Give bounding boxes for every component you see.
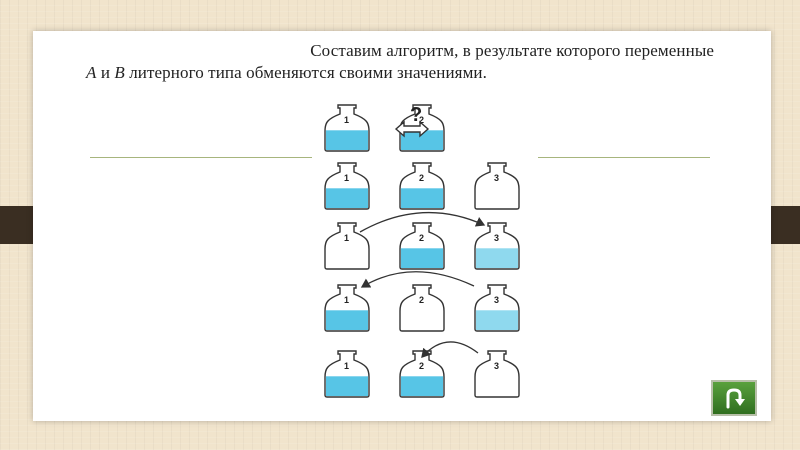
- jar-label: 1: [344, 361, 349, 371]
- jar-label: 3: [494, 295, 499, 305]
- jar-2: 2: [399, 350, 445, 398]
- jar-1: 1: [324, 104, 370, 152]
- jar-liquid: [476, 248, 518, 268]
- divider-left: [90, 157, 312, 158]
- jar-outline: [324, 222, 370, 270]
- jar-label: 1: [344, 233, 349, 243]
- jar-label: 2: [419, 295, 424, 305]
- jar-label: 1: [344, 173, 349, 183]
- jar-liquid: [326, 310, 368, 330]
- caption-line-1: Составим алгоритм, в результате которого…: [310, 41, 714, 60]
- jar-swap-diagram: 1 2 1 2 3 1 2 3 1 2 3 1 2 3 ?: [312, 97, 538, 409]
- jar-2: 2: [399, 222, 445, 270]
- jar-1: 1: [324, 162, 370, 210]
- jar-liquid: [476, 310, 518, 330]
- caption-line-2: A и B литерного типа обменяются своими з…: [84, 62, 714, 84]
- jar-liquid: [401, 248, 443, 268]
- jar-3: 3: [474, 284, 520, 332]
- jar-2: 2: [399, 284, 445, 332]
- jar-3: 3: [474, 350, 520, 398]
- slide-caption: Составим алгоритм, в результате которого…: [84, 40, 714, 84]
- jar-label: 3: [494, 233, 499, 243]
- jar-label: 1: [344, 115, 349, 125]
- jar-outline: [474, 350, 520, 398]
- arrow-jar3-to-jar2: [421, 341, 479, 358]
- variable-a: A: [86, 63, 97, 82]
- variable-b: B: [114, 63, 125, 82]
- jar-outline: [324, 284, 370, 332]
- jar-label: 2: [419, 233, 424, 243]
- jar-label: 2: [419, 173, 424, 183]
- jar-liquid: [401, 376, 443, 396]
- return-button[interactable]: [711, 380, 757, 416]
- jar-3: 3: [474, 222, 520, 270]
- jar-label: 2: [419, 361, 424, 371]
- jar-liquid: [401, 188, 443, 208]
- jar-outline: [324, 162, 370, 210]
- jar-label: 2: [419, 115, 424, 125]
- jar-outline: [474, 222, 520, 270]
- jar-1: 1: [324, 284, 370, 332]
- question-mark: ?: [410, 104, 422, 126]
- jar-outline: [399, 162, 445, 210]
- jar-outline: [399, 284, 445, 332]
- jar-outline: [474, 162, 520, 210]
- jar-1: 1: [324, 222, 370, 270]
- and-word: и: [96, 63, 115, 82]
- jar-outline: [399, 350, 445, 398]
- divider-right: [538, 157, 710, 158]
- jar-swap-svg: 1 2 1 2 3 1 2 3 1 2 3 1 2 3 ?: [324, 104, 520, 398]
- jar-1: 1: [324, 350, 370, 398]
- jar-liquid: [401, 130, 443, 150]
- jar-outline: [324, 350, 370, 398]
- jar-liquid: [326, 188, 368, 208]
- jar-outline: [474, 284, 520, 332]
- jar-liquid: [326, 376, 368, 396]
- jar-outline: [324, 104, 370, 152]
- jar-outline: [399, 104, 445, 152]
- jar-liquid: [326, 130, 368, 150]
- caption-line-2-rest: литерного типа обменяются своими значени…: [124, 63, 487, 82]
- swap-double-arrow-icon: [394, 120, 430, 138]
- jar-label: 3: [494, 361, 499, 371]
- jar-2: 2: [399, 162, 445, 210]
- jar-label: 3: [494, 173, 499, 183]
- arrow-jar1-to-jar3: [359, 211, 486, 233]
- slide: [33, 31, 771, 421]
- jar-3: 3: [474, 162, 520, 210]
- jar-2: 2: [399, 104, 445, 152]
- u-turn-arrow-icon: [726, 388, 745, 409]
- jar-label: 1: [344, 295, 349, 305]
- jar-outline: [399, 222, 445, 270]
- arrow-jar3-to-jar1: [360, 271, 475, 288]
